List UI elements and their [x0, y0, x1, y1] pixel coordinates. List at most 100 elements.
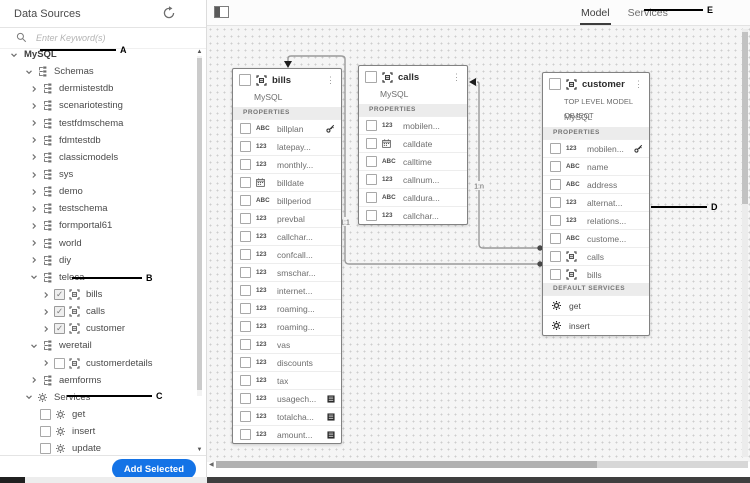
chevron-right-icon[interactable] — [42, 359, 50, 367]
kebab-menu-icon[interactable]: ⋮ — [634, 79, 643, 89]
chevron-down-icon[interactable] — [25, 393, 33, 401]
tree-item-aemforms[interactable]: aemforms — [0, 372, 196, 389]
chevron-right-icon[interactable] — [30, 119, 38, 127]
sidebar-hscrollbar-track[interactable] — [25, 477, 207, 483]
property-checkbox[interactable] — [366, 120, 377, 131]
tree-item-sys[interactable]: sys — [0, 166, 196, 183]
property-checkbox[interactable] — [240, 285, 251, 296]
chevron-right-icon[interactable] — [30, 376, 38, 384]
refresh-icon[interactable] — [162, 6, 177, 21]
chevron-right-icon[interactable] — [30, 85, 38, 93]
property-checkbox[interactable] — [240, 195, 251, 206]
tree-checkbox[interactable]: ✓ — [54, 289, 65, 301]
chevron-right-icon[interactable] — [30, 239, 38, 247]
chevron-right-icon[interactable] — [30, 188, 38, 196]
property-checkbox[interactable] — [550, 179, 561, 190]
tree-item-formportal61[interactable]: formportal61 — [0, 217, 196, 234]
property-checkbox[interactable] — [240, 357, 251, 368]
tree-item-weretail[interactable]: weretail — [0, 337, 196, 354]
property-checkbox[interactable] — [240, 303, 251, 314]
tree-item-scenariotesting[interactable]: scenariotesting — [0, 97, 196, 114]
tree-item-services[interactable]: Services — [0, 389, 196, 406]
tree-item-world[interactable]: world — [0, 235, 196, 252]
property-checkbox[interactable] — [550, 143, 561, 154]
hscroll-left-icon[interactable]: ◀ — [209, 462, 214, 468]
scroll-down-icon[interactable]: ▼ — [196, 447, 203, 453]
chevron-down-icon[interactable] — [30, 273, 38, 281]
tree-checkbox[interactable]: ✓ — [54, 306, 65, 318]
tree-checkbox[interactable]: ✓ — [54, 323, 65, 335]
property-checkbox[interactable] — [366, 192, 377, 203]
tree-item-testschema[interactable]: testschema — [0, 200, 196, 217]
entity-checkbox[interactable] — [549, 78, 561, 90]
property-checkbox[interactable] — [550, 251, 561, 262]
tree-item-diy[interactable]: diy — [0, 252, 196, 269]
chevron-down-icon[interactable] — [30, 342, 38, 350]
property-checkbox[interactable] — [240, 141, 251, 152]
property-checkbox[interactable] — [366, 174, 377, 185]
tab-services[interactable]: Services — [627, 6, 668, 19]
tree-item-schemas[interactable]: Schemas — [0, 63, 196, 80]
tree-item-customerdetails[interactable]: customerdetails — [0, 355, 196, 372]
tree-item-demo[interactable]: demo — [0, 183, 196, 200]
canvas-hscrollbar-thumb[interactable] — [216, 461, 597, 468]
chevron-right-icon[interactable] — [30, 171, 38, 179]
entity-checkbox[interactable] — [239, 74, 251, 86]
canvas-vscrollbar-thumb[interactable] — [742, 32, 748, 204]
scroll-up-icon[interactable]: ▲ — [196, 49, 203, 55]
property-checkbox[interactable] — [240, 393, 251, 404]
add-selected-button[interactable]: Add Selected — [111, 459, 196, 479]
property-checkbox[interactable] — [240, 411, 251, 422]
tree-item-get[interactable]: get — [0, 406, 196, 423]
chevron-right-icon[interactable] — [30, 256, 38, 264]
tree-item-insert[interactable]: insert — [0, 423, 196, 440]
chevron-right-icon[interactable] — [30, 205, 38, 213]
search-input[interactable] — [34, 31, 168, 44]
tree-item-update[interactable]: update — [0, 440, 196, 455]
kebab-menu-icon[interactable]: ⋮ — [452, 72, 461, 82]
chevron-right-icon[interactable] — [30, 136, 38, 144]
property-checkbox[interactable] — [240, 123, 251, 134]
canvas-hscrollbar[interactable] — [216, 461, 748, 468]
sidebar-hscrollbar-thumb[interactable] — [0, 477, 25, 483]
property-checkbox[interactable] — [240, 213, 251, 224]
tree-scrollbar[interactable] — [197, 56, 202, 396]
chevron-right-icon[interactable] — [42, 325, 50, 333]
tree-item-teleca[interactable]: teleca — [0, 269, 196, 286]
property-checkbox[interactable] — [550, 215, 561, 226]
tree-item-customer[interactable]: ✓customer — [0, 320, 196, 337]
tree-item-classicmodels[interactable]: classicmodels — [0, 149, 196, 166]
canvas-vscrollbar[interactable] — [742, 29, 748, 457]
chevron-right-icon[interactable] — [30, 153, 38, 161]
entity-checkbox[interactable] — [365, 71, 377, 83]
tree-checkbox[interactable] — [54, 357, 65, 369]
panel-toggle-icon[interactable] — [214, 6, 229, 18]
tab-model[interactable]: Model — [580, 2, 611, 25]
service-row[interactable]: insert — [543, 315, 649, 335]
tree-item-fdmtestdb[interactable]: fdmtestdb — [0, 132, 196, 149]
service-row[interactable]: get — [543, 295, 649, 315]
property-checkbox[interactable] — [366, 156, 377, 167]
tree-checkbox[interactable] — [40, 443, 51, 455]
tree-item-testfdmschema[interactable]: testfdmschema — [0, 115, 196, 132]
property-checkbox[interactable] — [240, 339, 251, 350]
property-checkbox[interactable] — [550, 161, 561, 172]
property-checkbox[interactable] — [366, 210, 377, 221]
tree-item-mysql[interactable]: MySQL — [0, 46, 196, 63]
tree-scrollbar-thumb[interactable] — [197, 58, 202, 390]
property-checkbox[interactable] — [366, 138, 377, 149]
property-checkbox[interactable] — [240, 429, 251, 440]
chevron-right-icon[interactable] — [30, 102, 38, 110]
chevron-right-icon[interactable] — [30, 222, 38, 230]
property-checkbox[interactable] — [550, 269, 561, 280]
tree-item-calls[interactable]: ✓calls — [0, 303, 196, 320]
property-checkbox[interactable] — [240, 375, 251, 386]
property-checkbox[interactable] — [240, 321, 251, 332]
property-checkbox[interactable] — [240, 177, 251, 188]
tree-checkbox[interactable] — [40, 409, 51, 421]
property-checkbox[interactable] — [240, 231, 251, 242]
